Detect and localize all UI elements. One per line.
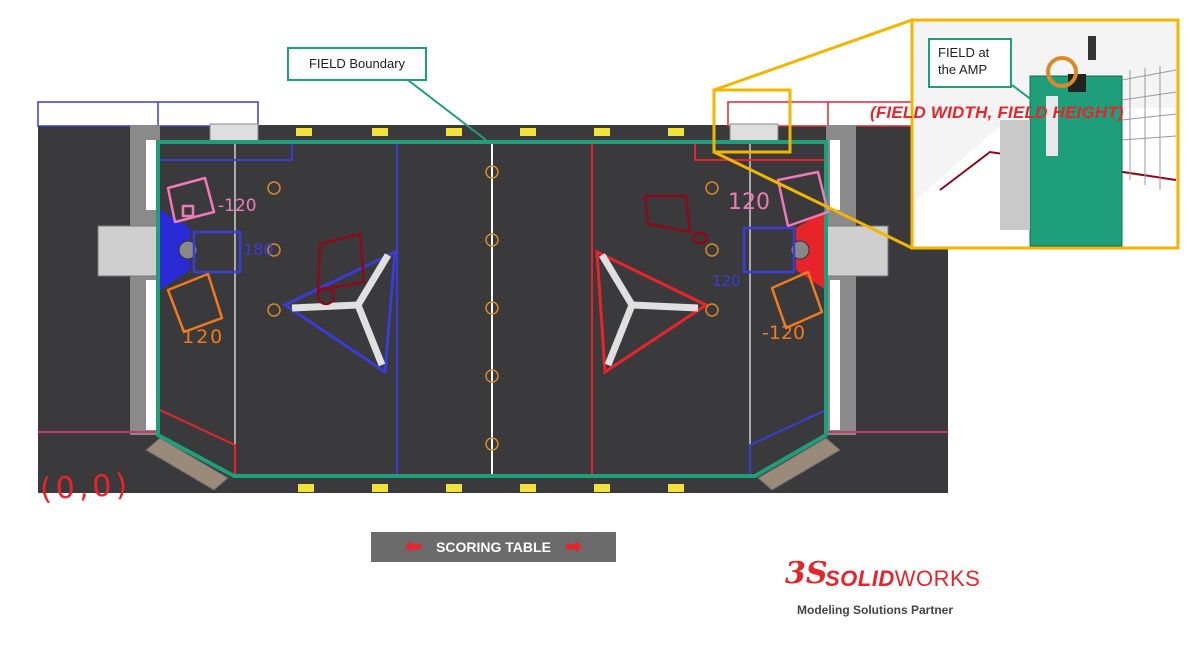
amp-detail-panel <box>1030 76 1122 246</box>
brand-bold: SOLID <box>825 566 895 591</box>
left-outer-strip <box>38 102 258 126</box>
arrow-right-icon: ➡ <box>565 532 582 562</box>
blue-speaker <box>98 226 160 276</box>
solidworks-tagline: Modeling Solutions Partner <box>797 603 953 617</box>
amp-detail-frame <box>1000 120 1030 230</box>
left-wall-panel-2 <box>146 280 156 430</box>
blue-amp <box>210 124 258 142</box>
callout-leader-top <box>714 20 912 90</box>
amp-label-line-2: the AMP <box>938 61 1010 78</box>
right-wall-panel-2 <box>830 280 840 430</box>
blue-left-angle: 180 <box>243 240 274 259</box>
orange-left-angle: 120 <box>182 326 224 348</box>
right-wall-panel-1 <box>830 140 840 210</box>
amp-label-line-1: FIELD at <box>938 44 1010 61</box>
pink-left-angle: -120 <box>218 196 257 216</box>
brand-rest: WORKS <box>895 566 981 591</box>
pink-right-angle: 120 <box>728 190 770 215</box>
amp-label: FIELD at the AMP <box>928 38 1012 88</box>
amp-detail-light <box>1088 36 1096 60</box>
scoring-table-banner: ⬅ SCORING TABLE ➡ <box>371 532 616 562</box>
scoring-table-label: SCORING TABLE <box>436 539 551 555</box>
ds-logo-icon: 3S <box>785 556 828 591</box>
arrow-left-icon: ⬅ <box>405 532 422 562</box>
left-wall-panel-1 <box>146 140 156 210</box>
field-dimensions-label: (FIELD WIDTH, FIELD HEIGHT) <box>870 103 1124 123</box>
orange-right-angle: -120 <box>762 322 805 344</box>
solidworks-logo: 3S SOLIDWORKS Modeling Solutions Partner <box>785 556 995 626</box>
origin-label: (0,0) <box>39 468 132 508</box>
blue-right-angle: 120 <box>712 272 741 290</box>
solidworks-brand: SOLIDWORKS <box>825 566 980 592</box>
field-boundary-label: FIELD Boundary <box>287 47 427 81</box>
red-amp <box>730 124 778 142</box>
